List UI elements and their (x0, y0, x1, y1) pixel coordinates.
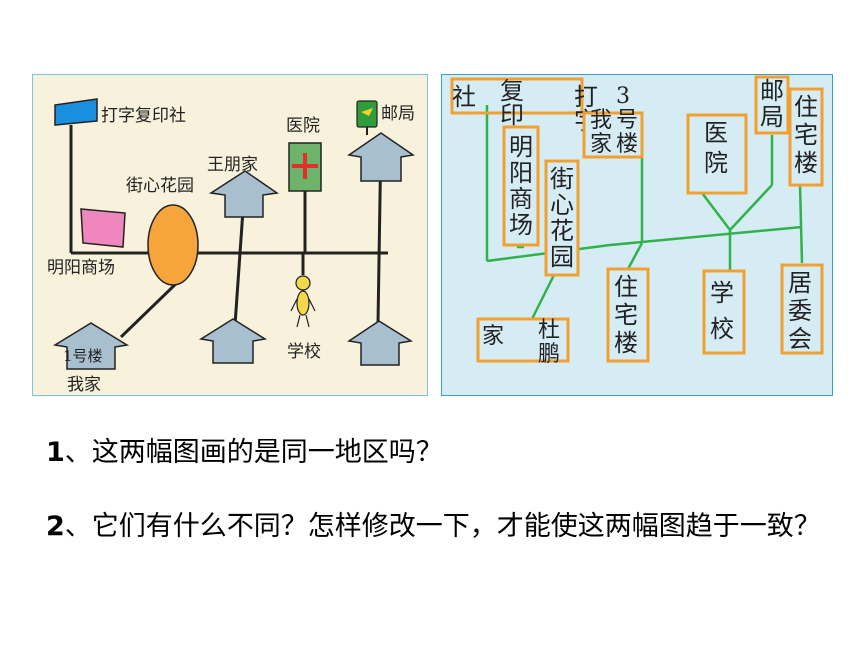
school-label: 学校 (287, 342, 321, 362)
hospital-box (686, 113, 748, 195)
print-shop-label-col2: 复 印 (500, 77, 532, 129)
post-office-label: 邮局 (381, 104, 415, 124)
school-box (702, 269, 746, 355)
residence-label: 住 宅 楼 (794, 93, 826, 177)
question-2-number: 2 (46, 511, 65, 542)
residence-2-box (606, 267, 650, 363)
print-shop-label-col3: 社 (452, 83, 476, 111)
my-home-label: 我家 (67, 375, 101, 395)
question-1-text: 、这两幅图画的是同一地区吗？ (64, 437, 443, 468)
residence-2-label: 住 宅 楼 (614, 273, 646, 357)
garden-icon (147, 204, 199, 286)
school-label: 学 校 (710, 279, 742, 343)
hospital-label: 医 院 (704, 119, 736, 177)
hospital-label: 医院 (286, 116, 320, 136)
du-peng-home-box (476, 317, 570, 363)
mall-box (502, 125, 540, 247)
residence-box (788, 87, 824, 187)
wang-peng-home-icon (208, 170, 280, 218)
question-1: 1、这两幅图画的是同一地区吗？ (46, 434, 826, 472)
question-1-number: 1 (46, 437, 65, 468)
post-office-icon (356, 100, 378, 135)
du-peng-home-label-col2: 家 (482, 324, 504, 349)
post-office-label: 邮 局 (760, 77, 792, 131)
house-icon (198, 318, 268, 364)
house-icon (347, 320, 414, 366)
wang-peng-home-label: 王朋家 (207, 155, 258, 175)
left-map: 打字复印社 明阳商场 街心花园 王朋家 医院 邮局 (32, 74, 428, 396)
garden-label: 街 心 花 园 (550, 165, 582, 271)
building-3-label: 3 号 楼 (616, 84, 645, 157)
my-home-icon (52, 322, 130, 370)
question-2: 2、它们有什么不同？怎样修改一下，才能使这两幅图趋于一致？ (46, 508, 826, 546)
mall-label: 明阳商场 (47, 258, 115, 278)
my-home-box (582, 111, 644, 159)
question-2-text: 、它们有什么不同？怎样修改一下，才能使这两幅图趋于一致？ (64, 511, 821, 542)
print-shop-icon (54, 98, 98, 126)
school-icon (290, 275, 316, 328)
mall-icon (80, 208, 126, 248)
mall-label: 明 阳 商 场 (509, 133, 541, 239)
committee-label: 居 委 会 (788, 269, 820, 353)
left-map-drawing: 打字复印社 明阳商场 街心花园 王朋家 医院 邮局 (47, 98, 415, 395)
garden-label: 街心花园 (126, 176, 194, 196)
committee-box (780, 263, 824, 355)
garden-box (544, 159, 580, 277)
my-home-label: 我 家 (590, 108, 619, 157)
print-shop-box (450, 77, 584, 115)
house-icon (347, 132, 415, 182)
right-map: 打 字 复 印 社 明 阳 商 场 3 号 楼 我 家 (441, 74, 833, 396)
print-shop-label: 打字复印社 (101, 106, 186, 126)
du-peng-home-label: 杜 鹏 (538, 318, 567, 367)
post-office-box (754, 75, 790, 135)
building-1-label: 1号楼 (63, 347, 103, 365)
hospital-icon (288, 142, 322, 192)
right-map-drawing: 打 字 复 印 社 明 阳 商 场 3 号 楼 我 家 (450, 75, 826, 367)
